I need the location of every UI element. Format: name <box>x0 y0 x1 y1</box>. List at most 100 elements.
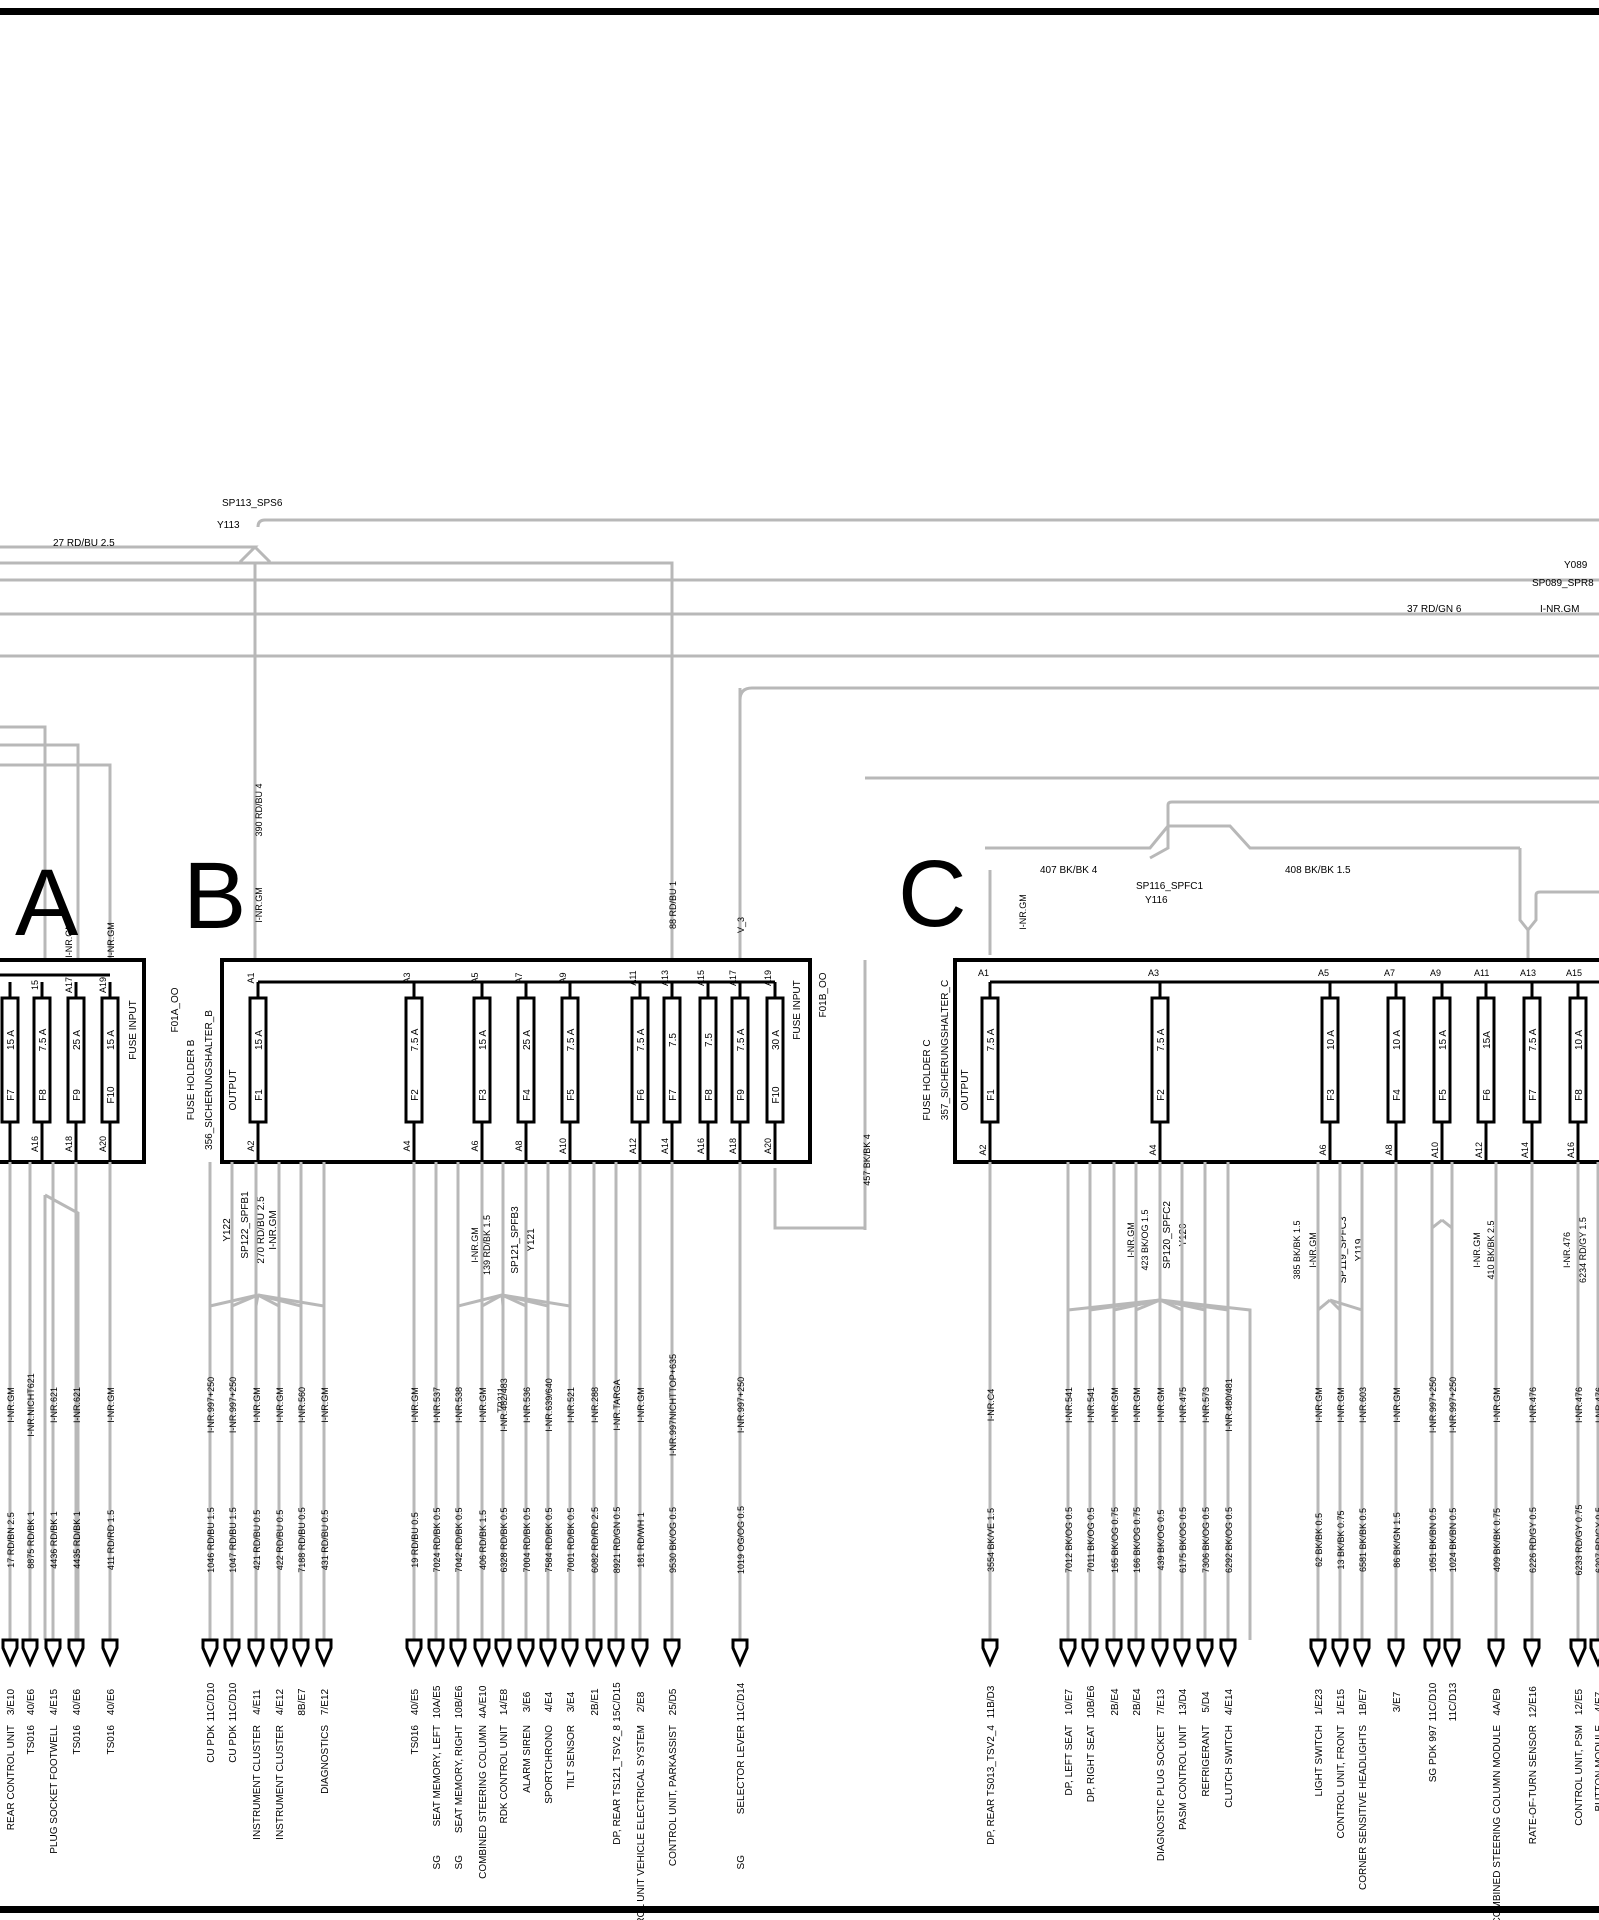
panel-b-out-connector-2 <box>247 1638 265 1668</box>
panel-b-out-wire-label-6: 19 RD/BU 0.5 <box>410 1512 420 1568</box>
panel-b-fuse-9-rating: 30 A <box>771 1030 782 1050</box>
panel-c-out-inr-18: I-NR.476 <box>1594 1387 1599 1423</box>
panel-c-out-inr-2: I-NR.541 <box>1086 1387 1096 1423</box>
panel-b-fuse-6-name: F7 <box>668 1089 679 1101</box>
panel-a-pin-bot-0: A16 <box>30 1136 40 1152</box>
panel-c-out-inr-0: I-NR.C4 <box>986 1389 996 1422</box>
panel-b-out-wire-label-11: 7004 RD/BK 0.5 <box>522 1507 532 1572</box>
panel-c-holder-code: 357_SICHERUNGSHALTER_C <box>940 980 951 1120</box>
panel-b-out-conn-12: 4/E4 <box>544 1691 555 1712</box>
panel-c-out-connector-17 <box>1569 1638 1587 1668</box>
panel-c-out-dest-7: REFRIGERANT <box>1201 1725 1212 1797</box>
panel-c-splice-c3-inr: I-NR.GM <box>1308 1232 1318 1268</box>
panel-b-pin-bot-3: A8 <box>514 1140 524 1151</box>
panel-c-out-connector-9 <box>1309 1638 1327 1668</box>
panel-c-out-inr-16: I-NR.476 <box>1528 1387 1538 1423</box>
panel-b-connector-id: F01B_OO <box>818 972 829 1017</box>
panel-c-fan-c3-2 <box>1329 1298 1364 1640</box>
panel-b-letter: B <box>183 843 246 949</box>
panel-b-out-wire-label-17: 9530 BK/OG 0.5 <box>668 1507 678 1573</box>
panel-b-fuse-1-rating: 7.5 A <box>410 1028 421 1051</box>
panel-b-out-wire-label-3: 422 RD/BU 0.5 <box>275 1510 285 1571</box>
panel-b-out-connector-12 <box>539 1638 557 1668</box>
panel-c-fuse-1-name: F2 <box>1156 1089 1167 1101</box>
panel-b-out-connector-0 <box>201 1638 219 1668</box>
panel-a-fuse-1-body <box>32 996 52 1124</box>
panel-b-wire-457: 457 BK/BK 4 <box>862 1134 872 1186</box>
panel-b-out-inr-9: I-NR.GM <box>478 1387 488 1423</box>
panel-b-out-conn-6: 40/E5 <box>410 1688 421 1715</box>
panel-b-out-conn-4: 8B/E7 <box>297 1688 308 1716</box>
panel-b-out-inr-10: I-NR.482/483 <box>499 1378 509 1432</box>
panel-b-splice-b1-inr: I-NR.GM <box>268 1210 279 1249</box>
panel-a-out-conn-2: 4/E15 <box>49 1688 60 1715</box>
panel-b-fuse-input: FUSE INPUT <box>792 980 803 1039</box>
panel-c-out-connector-13 <box>1423 1638 1441 1668</box>
panel-b-out-inr-13: I-NR.521 <box>566 1387 576 1423</box>
panel-b-splice-b3-sp: SP121_SPFB3 <box>510 1206 521 1274</box>
panel-b-out-conn-9: 4A/E10 <box>478 1685 489 1718</box>
panel-a-out-inr-4: I-NR.GM <box>106 1387 116 1423</box>
panel-c-pin-top-4: A9 <box>1430 968 1441 978</box>
panel-a-pin-top-0: 15 <box>30 980 40 990</box>
panel-b-out-wire-label-15: 8921 RD/GN 0.5 <box>612 1507 622 1574</box>
bottom-border <box>0 1906 1599 1913</box>
panel-a-pin-top-1: A17 <box>64 977 74 993</box>
panel-b-out-dest-17: CONTROL UNIT, PARKASSIST <box>668 1725 679 1866</box>
panel-c-out-inr-7: I-NR.573 <box>1201 1387 1211 1423</box>
panel-c-out-dest-16: RATE-OF-TURN SENSOR <box>1528 1725 1539 1844</box>
panel-b-pin-bot-1: A4 <box>402 1140 412 1151</box>
panel-b-pin-bot-0: A2 <box>246 1140 256 1151</box>
panel-c-splice-c3-wire: 385 BK/BK 1.5 <box>1292 1220 1302 1279</box>
panel-b-pin-bot-6: A14 <box>660 1138 670 1154</box>
panel-c-out-conn-14: 11C/D13 <box>1448 1682 1459 1721</box>
panel-b-out-inr-18: I-NR.997+250 <box>736 1377 746 1433</box>
panel-b-out-inr-5: I-NR.GM <box>320 1387 330 1423</box>
panel-a-fuse-1-rating: 7.5 A <box>38 1028 49 1051</box>
panel-b-out-dest-2: INSTRUMENT CLUSTER <box>252 1725 263 1840</box>
panel-c-pin-bot-3: A8 <box>1384 1144 1394 1155</box>
panel-c-fan-c2-8 <box>1159 1298 1252 1640</box>
panel-b-pin-top-7: A15 <box>696 970 706 986</box>
panel-a-top-wire-1: I-NR.GM <box>64 922 74 958</box>
panel-c-out-connector-14 <box>1443 1638 1461 1668</box>
panel-c-fuse-3-body <box>1386 996 1406 1124</box>
panel-c-fuse-2-body <box>1320 996 1340 1124</box>
panel-c-out-connector-10 <box>1331 1638 1349 1668</box>
panel-b-out-prefix-18: SG <box>736 1855 747 1870</box>
panel-b-out-dest-11: ALARM SIREN <box>522 1725 533 1793</box>
panel-c-holder-label: FUSE HOLDER C <box>922 1039 933 1120</box>
panel-c-fuse-1-body <box>1150 996 1170 1124</box>
panel-b-fuse-4-body <box>560 996 580 1124</box>
panel-b-pin-top-3: A7 <box>514 972 524 983</box>
panel-c-fuse-4-rating: 15 A <box>1438 1030 1449 1050</box>
panel-a-fuse-0-name: F7 <box>6 1089 17 1101</box>
panel-b-out-dest-8: SEAT MEMORY, RIGHT <box>454 1725 465 1833</box>
panel-c-out-wire-label-11: 6581 BK/BK 0.5 <box>1358 1508 1368 1572</box>
panel-c-fan-c2-5 <box>1159 1298 1184 1640</box>
panel-c-out-dest-11: CORNER SENSITIVE HEADLIGHTS <box>1358 1725 1369 1890</box>
panel-c-pin-bot-7: A16 <box>1566 1142 1576 1158</box>
panel-b-fuse-4-name: F5 <box>566 1089 577 1101</box>
panel-b-out-inr-14: I-NR.288 <box>590 1387 600 1423</box>
panel-b-out-wire-label-10: 6328 RD/BK 0.5 <box>499 1507 509 1572</box>
panel-b-fuse-5-rating: 7.5 A <box>636 1028 647 1051</box>
panel-c-pin-top-7: A15 <box>1566 968 1582 978</box>
panel-b-out-wire-label-12: 7584 RD/BK 0.5 <box>544 1507 554 1572</box>
panel-b-out-connector-5 <box>315 1638 333 1668</box>
panel-c-inr-gm: I-NR.GM <box>1018 894 1028 930</box>
panel-c-out-wire-label-3: 165 BK/OG 0.75 <box>1110 1507 1120 1573</box>
panel-b-feed-wire: 390 RD/BU 4 <box>254 783 264 836</box>
panel-c-out-conn-1: 10/E7 <box>1064 1688 1075 1715</box>
panel-a-fuse-2-name: F9 <box>72 1089 83 1101</box>
panel-b-out-connector-15 <box>607 1638 625 1668</box>
panel-b-fan-b3-5 <box>501 1293 572 1640</box>
panel-b-out-dest-3: INSTRUMENT CLUSTER <box>275 1725 286 1840</box>
panel-b-fuse-2-name: F3 <box>478 1089 489 1101</box>
panel-b-out-dest-5: DIAGNOSTICS <box>320 1725 331 1794</box>
panel-b-out-dest-0: CU PDK <box>206 1725 217 1763</box>
panel-a-out-connector-0 <box>1 1638 19 1668</box>
panel-b-out-wire-label-7: 7024 RD/BK 0.5 <box>432 1507 442 1572</box>
panel-b-out-wire-label-2: 421 RD/BU 0.5 <box>252 1510 262 1571</box>
